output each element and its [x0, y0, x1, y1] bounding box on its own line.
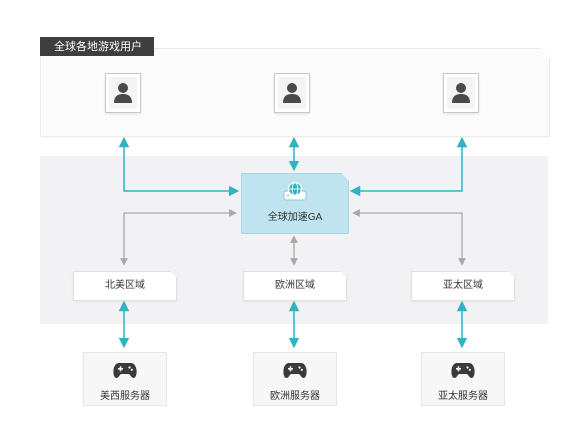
server-label: 亚太服务器	[438, 391, 488, 402]
global-accelerator: 全球加速GA	[241, 173, 349, 234]
server-label: 美西服务器	[100, 391, 150, 402]
diagram-title: 全球各地游戏用户	[40, 37, 154, 56]
user-card	[105, 73, 141, 113]
user-icon	[452, 83, 470, 103]
link-user-right	[349, 136, 468, 197]
server-label: 欧洲服务器	[270, 391, 320, 402]
region-node: 北美区域	[73, 271, 177, 301]
link-region-left	[120, 209, 237, 266]
accelerator-label: 全球加速GA	[267, 212, 323, 223]
user-icon	[114, 83, 132, 103]
gamepad-icon	[113, 363, 137, 378]
region-node: 欧洲区域	[243, 271, 347, 301]
user-card	[274, 73, 310, 113]
region-node: 亚太区域	[411, 271, 515, 301]
link-user-left	[118, 136, 240, 197]
server-node: 欧洲服务器	[253, 352, 337, 406]
server-node: 亚太服务器	[421, 352, 505, 406]
server-node: 美西服务器	[83, 352, 167, 406]
region-label: 亚太区域	[443, 280, 483, 291]
user-card	[443, 73, 479, 113]
region-label: 北美区域	[105, 280, 145, 291]
globe-server-icon	[283, 181, 307, 201]
region-label: 欧洲区域	[275, 280, 315, 291]
link-region-right	[352, 209, 466, 266]
user-icon	[283, 83, 301, 103]
gamepad-icon	[451, 363, 475, 378]
gamepad-icon	[283, 363, 307, 378]
